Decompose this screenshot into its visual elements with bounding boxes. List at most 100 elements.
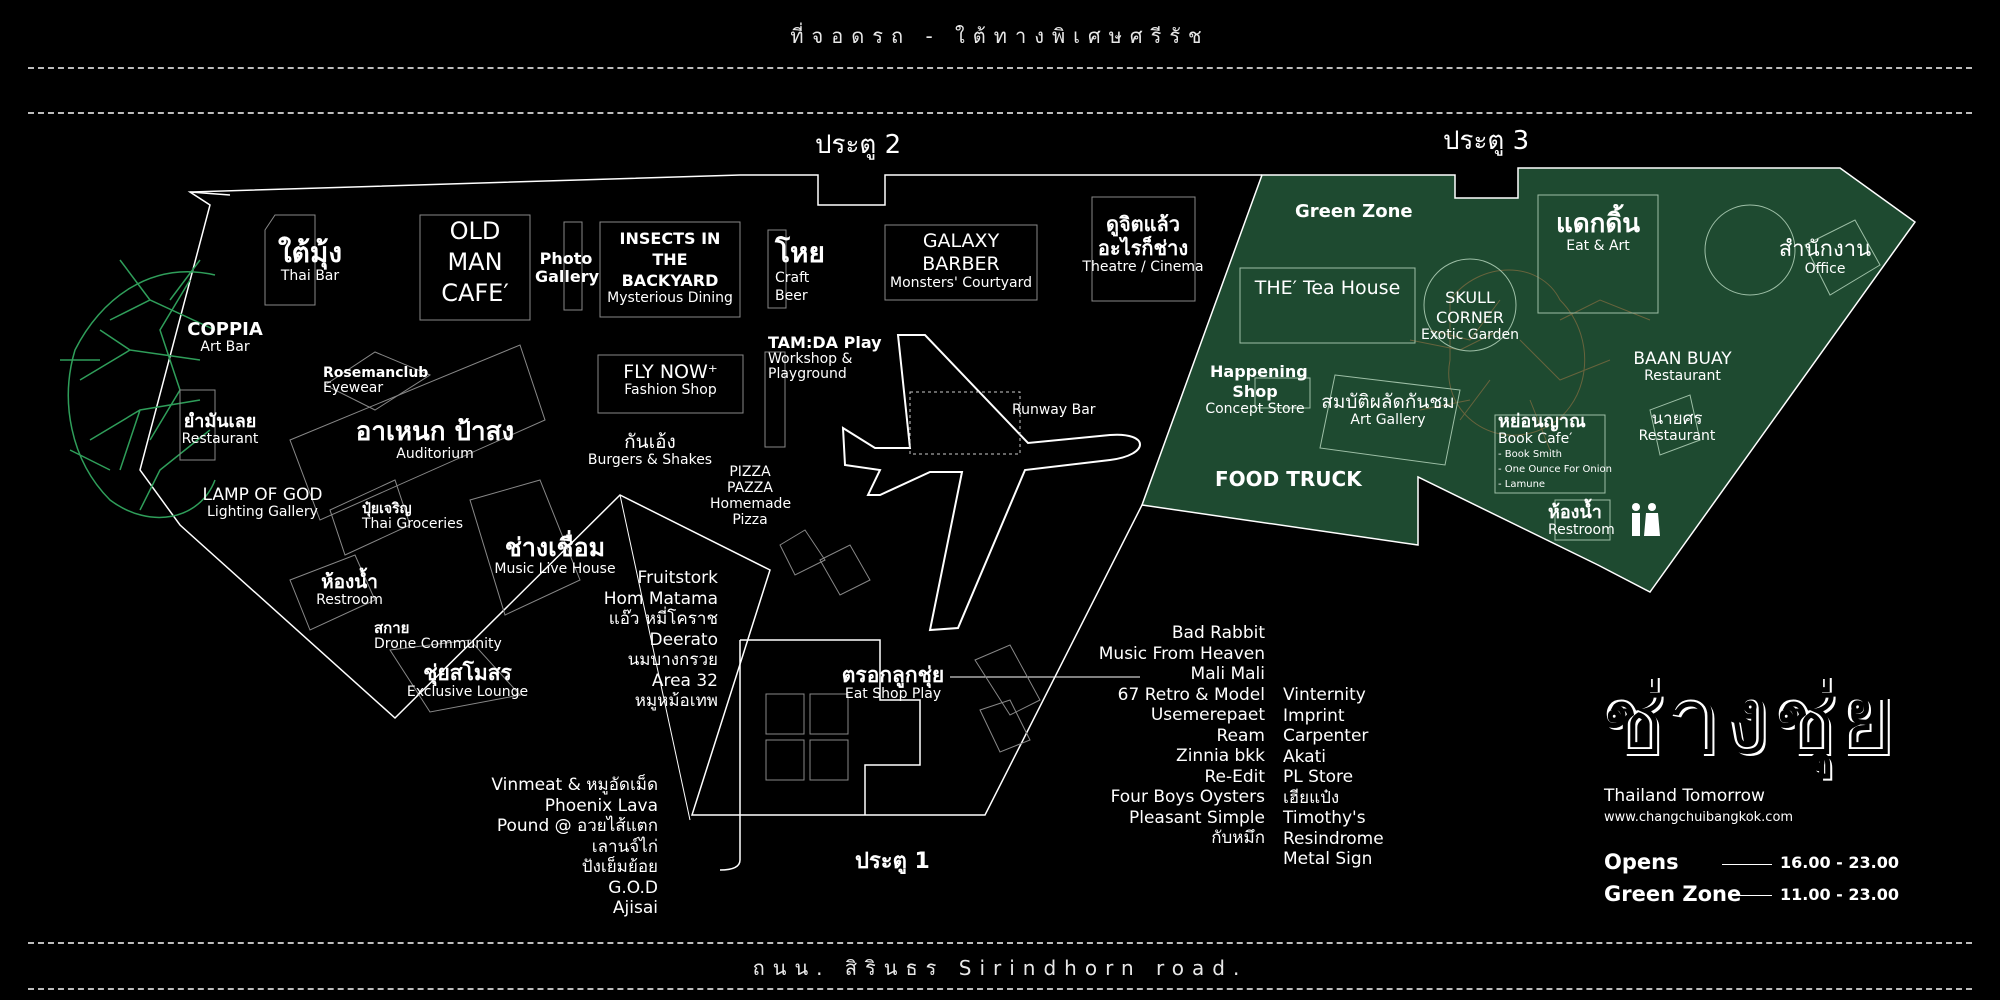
bottom-dashed-line-2	[28, 988, 1972, 990]
zone-lamp-of-god: LAMP OF GOD Lighting Gallery	[200, 486, 325, 520]
zone-name: ห้องน้ำ	[1548, 502, 1602, 523]
airplane-icon	[841, 334, 1141, 632]
zone-sub: Theatre / Cinema	[1082, 259, 1204, 275]
list-item: Ream	[1216, 725, 1266, 746]
restroom-people-icon	[1632, 503, 1660, 536]
list-item: Fruitstork	[637, 568, 718, 588]
zone-hoy: โหย Craft Beer	[775, 236, 845, 305]
zone-name: FLY NOW⁺	[623, 361, 718, 383]
zone-restroom-right: ห้องน้ำ Restroom	[1548, 503, 1615, 538]
zone-name: สำนักงาน	[1778, 237, 1872, 262]
zone-office: สำนักงาน Office	[1760, 237, 1890, 278]
zone-sub: Art Bar	[200, 338, 250, 355]
list-item: นมบางกรวย	[627, 650, 718, 670]
zone-tai-mung: ใต้มุ้ง Thai Bar	[255, 237, 365, 284]
zone-pizza: PIZZA PAZZA Homemade Pizza	[705, 464, 795, 528]
tree-canopy	[60, 259, 216, 519]
zone-sub: Restaurant	[181, 430, 259, 447]
zone-sub: Burgers & Shakes	[587, 451, 713, 468]
hours-divider	[1740, 895, 1772, 896]
zone-name: โหย	[775, 236, 825, 269]
book-cafe-item: - Lamune	[1498, 479, 1546, 491]
list-item: Akati	[1283, 746, 1326, 767]
zone-photo-gallery: Photo Gallery	[535, 249, 600, 286]
zone-name: อาเหนก ป้าสง	[355, 417, 515, 447]
zone-sub: Craft Beer	[775, 269, 810, 304]
list-item: Carpenter	[1283, 726, 1369, 746]
zone-restroom-left: ห้องน้ำ Restroom	[312, 572, 387, 608]
list-item: Usemerepaet	[1150, 705, 1265, 725]
zone-name: BAAN BUAY	[1633, 349, 1732, 369]
hours-opens-time: 16.00 - 23.00	[1780, 853, 1899, 872]
hours-opens-label: Opens	[1604, 850, 1679, 874]
list-item: Metal Sign	[1283, 849, 1373, 869]
list-item: Pound @ อวยไส้แตก	[496, 816, 658, 836]
zone-sub: Exotic Garden	[1420, 327, 1520, 343]
zone-name: Rosemanclub	[323, 365, 429, 381]
brand-tagline: Thailand Tomorrow	[1604, 786, 1765, 806]
list-item: เฮียแป๋ง	[1283, 787, 1340, 808]
list-item: Re-Edit	[1204, 766, 1265, 787]
zone-auditorium: อาเหนก ป้าสง Auditorium	[340, 418, 530, 462]
bottom-street-label: ถนน. สิรินธร Sirindhorn road.	[752, 956, 1248, 980]
list-item: ปังเย็มย้อย	[581, 857, 658, 877]
book-cafe-item: - One Ounce For Onion	[1498, 464, 1612, 476]
top-dashed-line	[28, 67, 1972, 69]
list-item: Music From Heaven	[1098, 643, 1265, 664]
zone-name: ช่างเชื่อม	[504, 533, 606, 562]
gate-2-label: ประตู 2	[815, 130, 902, 160]
zone-name: SKULL CORNER	[1435, 288, 1505, 327]
hours-green-zone-label: Green Zone	[1604, 882, 1742, 906]
bottom-dashed-line	[28, 942, 1972, 944]
zone-name: ปุ๋ยเจริญ	[362, 501, 412, 517]
zone-name: INSECTS IN THE BACKYARD	[619, 229, 721, 290]
list-bottom-left: Vinmeat & หมูอัดเม็ด Phoenix Lava Pound …	[470, 775, 658, 919]
zone-sub: Office	[1804, 261, 1846, 278]
zone-name: LAMP OF GOD	[202, 485, 323, 505]
list-item: Pleasant Simple	[1128, 807, 1265, 828]
list-item: Mali Mali	[1190, 664, 1265, 684]
zone-lounge: ชุ่ยสโมสร Exclusive Lounge	[405, 661, 530, 700]
zone-name: หย่อนญาณ	[1498, 411, 1586, 432]
book-cafe-item: - Book Smith	[1498, 449, 1562, 461]
zone-sub: Thai Bar	[280, 267, 340, 284]
brand-url[interactable]: www.changchuibangkok.com	[1604, 810, 1794, 825]
zone-galaxy: GALAXY BARBER Monsters' Courtyard	[885, 230, 1037, 291]
brand-logo: ช่างชุ่ย	[1597, 650, 1938, 785]
gate-1-label: ประตู 1	[855, 849, 930, 874]
list-right-2: Vinternity Imprint Carpenter Akati PL St…	[1283, 685, 1384, 870]
zone-runway-bar: Runway Bar	[1012, 402, 1096, 418]
list-item: แอ๊ว หมี่โคราช	[608, 609, 718, 629]
zone-sub: Homemade Pizza	[710, 496, 792, 528]
zone-name: ยำมันเลย	[183, 411, 257, 432]
zone-sub: Restaurant	[1644, 367, 1721, 384]
green-zone-title: Green Zone	[1295, 201, 1413, 222]
zone-food-truck: FOOD TRUCK	[1215, 467, 1362, 491]
list-item: Timothy's	[1283, 808, 1366, 828]
zone-rosemanclub: Rosemanclub Eyewear	[323, 365, 429, 397]
list-item: PL Store	[1283, 767, 1354, 787]
list-item: Vinmeat & หมูอัดเม็ด	[491, 775, 658, 795]
zone-daek-din: แดกดิ้น Eat & Art	[1538, 210, 1658, 254]
list-item: 67 Retro & Model	[1117, 684, 1265, 705]
zone-tea-house: THE′ Tea House	[1254, 277, 1401, 299]
zone-sub: Book Cafe′	[1498, 430, 1573, 447]
list-item: Bad Rabbit	[1171, 623, 1265, 643]
zone-chang-chueam: ช่างเชื่อม Music Live House	[460, 534, 650, 577]
gate-3-label: ประตู 3	[1443, 126, 1530, 156]
zone-name: GALAXY BARBER	[922, 230, 1000, 275]
zone-book-cafe: หย่อนญาณ Book Cafe′ - Book Smith - One O…	[1498, 412, 1612, 492]
zone-name: ดูจิตแล้ว อะไรก็ช่าง	[1097, 212, 1189, 260]
list-item: กับหมึก	[1211, 828, 1265, 848]
zone-insects: INSECTS IN THE BACKYARD Mysterious Dinin…	[600, 228, 740, 306]
zone-name: COPPIA	[187, 319, 263, 340]
zone-nai-son: นายศร Restaurant	[1632, 410, 1722, 444]
green-zone-area	[1140, 167, 1917, 593]
zone-sub: Thai Groceries	[362, 516, 464, 533]
list-item: Hom Matama	[603, 588, 718, 609]
zone-sub: Restroom	[1548, 521, 1615, 538]
list-item: Resindrome	[1283, 828, 1384, 849]
zone-pui-jaroen: ปุ๋ยเจริญ Thai Groceries	[362, 501, 464, 533]
zone-ya-man-loei: ยำมันเลย Restaurant	[170, 412, 270, 447]
list-item: Imprint	[1283, 705, 1345, 726]
